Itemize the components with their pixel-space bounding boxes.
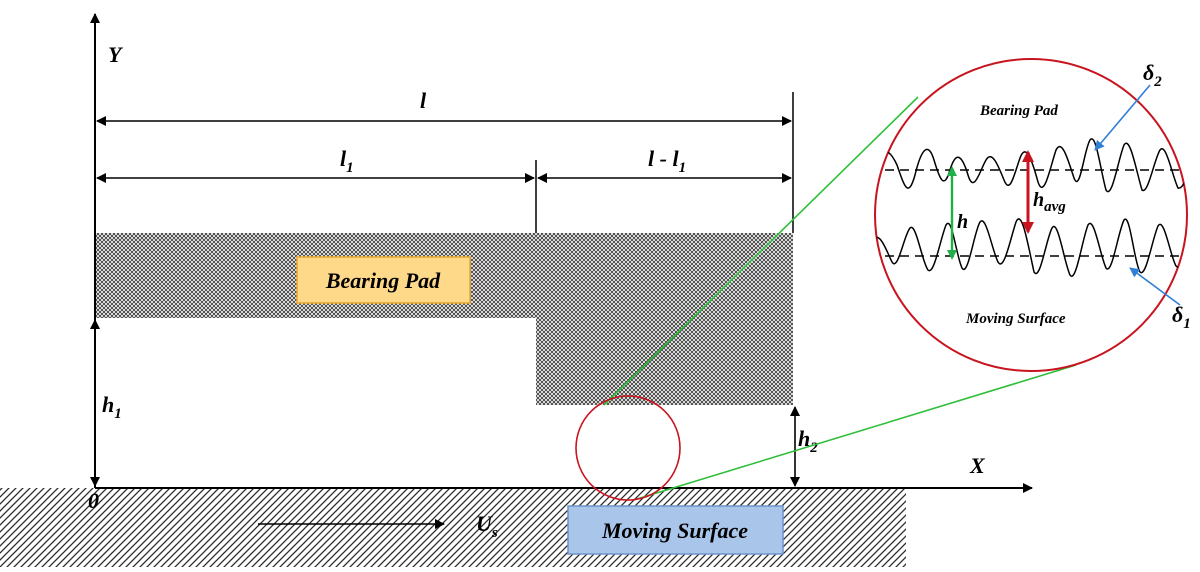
h2-label: h2	[798, 426, 818, 456]
h1-label: h1	[102, 392, 122, 422]
origin-label: 0	[88, 488, 99, 513]
length-l-label: l	[420, 88, 427, 113]
delta-2-arrow	[1094, 84, 1151, 151]
x-axis-label: X	[969, 453, 986, 478]
delta-1-arrow	[1129, 267, 1181, 306]
bearing-pad-shape	[95, 233, 793, 405]
delta-2-label: δ2	[1143, 60, 1162, 90]
bearing-pad-label-box	[296, 256, 471, 304]
zoom-bearing-pad-label: Bearing Pad	[979, 103, 1058, 119]
bearing-pad-label: Bearing Pad	[325, 268, 441, 293]
velocity-label: Us	[476, 511, 498, 541]
y-axis-label: Y	[108, 42, 124, 67]
zoom-moving-surface-label: Moving Surface	[965, 311, 1066, 327]
moving-surface-label-box	[567, 505, 784, 555]
h-label: h	[957, 211, 968, 233]
magnified-region-circle	[575, 395, 681, 501]
zoom-connector-lower	[636, 364, 1077, 500]
h-avg-label: havg	[1033, 189, 1066, 215]
moving-surface-label: Moving Surface	[601, 518, 748, 543]
upper-rough-profile	[875, 138, 1187, 193]
length-l1-label: l1	[340, 146, 354, 176]
length-l-minus-l1-label: l - l1	[648, 146, 686, 176]
zoom-connector-upper	[603, 96, 919, 406]
delta-1-label: δ1	[1172, 302, 1191, 332]
